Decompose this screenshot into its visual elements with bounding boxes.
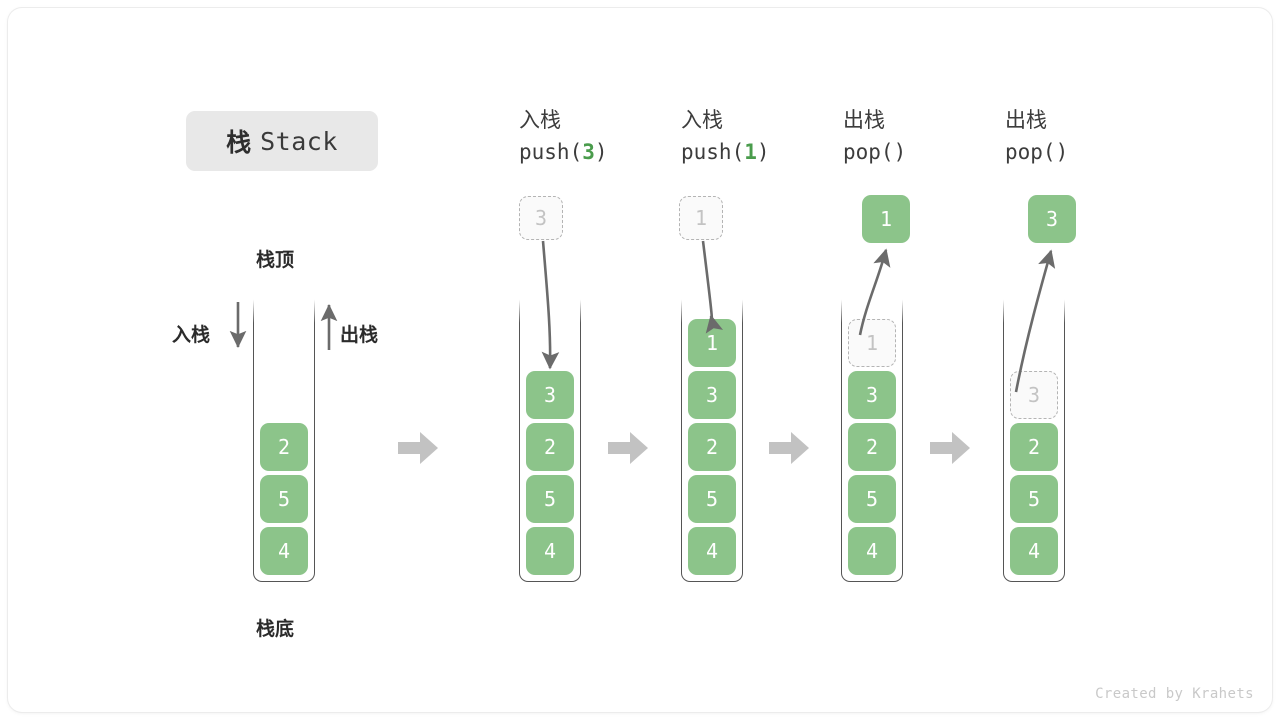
stack-cell: 1	[688, 319, 736, 367]
floating-cell-push-3: 3	[519, 196, 563, 240]
stack-cell: 2	[260, 423, 308, 471]
title-chinese: 栈	[226, 129, 252, 157]
step-arrow-icon	[930, 430, 970, 466]
column-header-push-3: 入栈 push(3)	[519, 106, 699, 168]
stack-cell: 3	[848, 371, 896, 419]
column-header-push-1: 入栈 push(1)	[681, 106, 861, 168]
code-prefix: push(	[519, 140, 583, 164]
stack-cell: 4	[688, 527, 736, 575]
stack-cell: 4	[526, 527, 574, 575]
stack-cell: 4	[848, 527, 896, 575]
code-prefix: pop(	[843, 140, 894, 164]
stack-cell: 5	[688, 475, 736, 523]
column-header-cn: 出栈	[1005, 109, 1047, 132]
stack-container-pop-3: 3 2 5 4	[1001, 297, 1067, 582]
stack-container-pop-1: 1 3 2 5 4	[839, 297, 905, 582]
label-push-arrow: 入栈	[172, 325, 211, 346]
stack-tube	[681, 298, 743, 582]
code-suffix: )	[594, 140, 608, 164]
column-header-code: push(3)	[519, 136, 699, 168]
stack-cell: 3	[688, 371, 736, 419]
code-suffix: )	[1055, 140, 1069, 164]
code-prefix: push(	[681, 140, 745, 164]
stack-cell: 5	[848, 475, 896, 523]
floating-cell-pop-3: 3	[1028, 195, 1076, 243]
step-arrow-icon	[608, 430, 648, 466]
stack-cell-ghost: 1	[848, 319, 896, 367]
floating-cell-push-1: 1	[679, 196, 723, 240]
title-chip: 栈 Stack	[186, 111, 378, 171]
step-arrow-icon	[769, 430, 809, 466]
step-arrow-icon	[398, 430, 438, 466]
stack-cell: 5	[260, 475, 308, 523]
stack-cell: 2	[688, 423, 736, 471]
stack-cell: 2	[526, 423, 574, 471]
title-english: Stack	[260, 126, 338, 156]
stack-container-push-3: 3 2 5 4	[517, 297, 583, 582]
stack-cell: 4	[1010, 527, 1058, 575]
stack-tube	[841, 298, 903, 582]
stack-container-initial: 2 5 4	[251, 297, 317, 582]
label-pop-arrow: 出栈	[340, 325, 379, 346]
column-header-cn: 入栈	[519, 109, 561, 132]
stack-tube	[253, 298, 315, 582]
code-suffix: )	[893, 140, 907, 164]
floating-cell-pop-1: 1	[862, 195, 910, 243]
footer-credit: Created by Krahets	[1095, 686, 1254, 702]
column-header-cn: 入栈	[681, 109, 723, 132]
stack-cell: 4	[260, 527, 308, 575]
stack-cell-ghost: 3	[1010, 371, 1058, 419]
label-stack-bottom: 栈底	[256, 619, 295, 640]
column-header-code: push(1)	[681, 136, 861, 168]
code-arg: 3	[582, 140, 595, 164]
column-header-pop-3: 出栈 pop()	[1005, 106, 1185, 168]
column-header-code: pop()	[843, 136, 1023, 168]
stack-cell: 2	[1010, 423, 1058, 471]
stack-cell: 3	[526, 371, 574, 419]
label-stack-top: 栈顶	[256, 250, 295, 271]
code-prefix: pop(	[1005, 140, 1056, 164]
stack-tube	[1003, 298, 1065, 582]
code-arg: 1	[744, 140, 757, 164]
stack-container-push-1: 1 3 2 5 4	[679, 297, 745, 582]
code-suffix: )	[756, 140, 770, 164]
column-header-pop-1: 出栈 pop()	[843, 106, 1023, 168]
stack-cell: 5	[1010, 475, 1058, 523]
stack-cell: 2	[848, 423, 896, 471]
stack-tube	[519, 298, 581, 582]
stack-cell: 5	[526, 475, 574, 523]
column-header-cn: 出栈	[843, 109, 885, 132]
column-header-code: pop()	[1005, 136, 1185, 168]
